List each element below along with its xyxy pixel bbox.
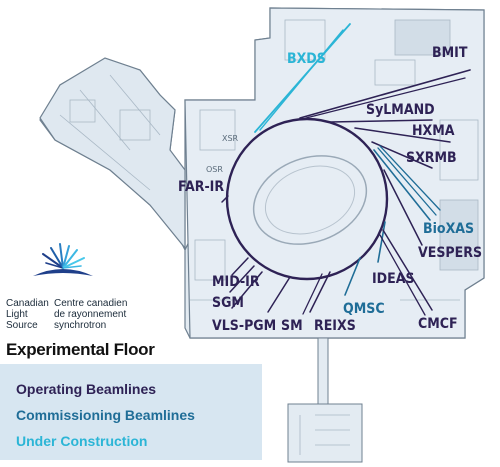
logo-fr-line-1: Centre canadien [54, 298, 128, 309]
logo-fr-line-3: synchrotron [54, 320, 107, 331]
bioxas-track [373, 149, 431, 221]
label-sm: SM [281, 318, 303, 334]
reixs-track [309, 271, 331, 313]
logo-en-line-1: Canadian [6, 298, 49, 309]
legend: Operating Beamlines Commissioning Beamli… [0, 364, 262, 460]
label-sxrmb: SXRMB [406, 150, 457, 166]
beamline-labels: BXDS BMIT SyLMAND HXMA SXRMB BioXAS VESP… [178, 45, 482, 334]
label-hxma: HXMA [412, 123, 455, 139]
hxma-track [354, 127, 451, 143]
mid-ir-track [231, 257, 249, 276]
lower-room [287, 403, 363, 463]
ring-inner-booster [252, 155, 368, 245]
legend-commissioning: Commissioning Beamlines [16, 407, 195, 423]
logo-text-fr: Centre canadien de rayonnement synchrotr… [54, 298, 127, 331]
label-sgm: SGM [212, 295, 244, 311]
label-osr: OSR [206, 165, 223, 174]
interior-partitions [59, 19, 479, 301]
label-bxds: BXDS [287, 51, 326, 67]
label-far-ir: FAR-IR [178, 179, 224, 195]
vls-pgm-track [231, 271, 263, 309]
page-title: Experimental Floor [6, 340, 155, 359]
legend-under-construction: Under Construction [16, 433, 148, 449]
sm-track [267, 276, 291, 313]
logo-en-line-3: Source [6, 320, 38, 331]
label-ideas: IDEAS [372, 271, 415, 287]
label-vespers: VESPERS [418, 245, 482, 261]
west-annex-floor [39, 57, 186, 250]
corridor [317, 337, 329, 407]
far-ir-track [221, 195, 229, 203]
label-vls-pgm: VLS-PGM [212, 318, 276, 334]
logo-text-en: Canadian Light Source [6, 298, 49, 331]
cmcf-track [382, 229, 433, 311]
legend-operating: Operating Beamlines [16, 381, 157, 397]
storage-ring-path [225, 117, 389, 281]
label-sylmand: SyLMAND [366, 102, 435, 118]
ideas-track [377, 221, 386, 263]
sxrmb-track [371, 141, 433, 169]
cls-logo-icon [33, 243, 93, 276]
building-floor-plan [39, 7, 485, 463]
bmit-track [299, 69, 471, 119]
label-mid-ir: MID-IR [212, 274, 260, 290]
label-xsr: XSR [222, 134, 239, 143]
storage-ring [225, 117, 389, 281]
label-bmit: BMIT [432, 45, 468, 61]
logo-fr-line-2: de rayonnement [54, 309, 127, 320]
beamline-tracks [221, 23, 471, 316]
qmsc-track [344, 257, 361, 296]
logo-en-line-2: Light [6, 309, 28, 320]
label-reixs: REIXS [314, 318, 356, 334]
label-qmsc: QMSC [343, 301, 385, 317]
sgm-track [229, 265, 255, 293]
east-wing-floor [184, 7, 485, 339]
label-cmcf: CMCF [418, 316, 458, 332]
vespers-track [383, 169, 423, 246]
sylmand-track [329, 119, 433, 123]
label-bioxas: BioXAS [423, 221, 474, 237]
